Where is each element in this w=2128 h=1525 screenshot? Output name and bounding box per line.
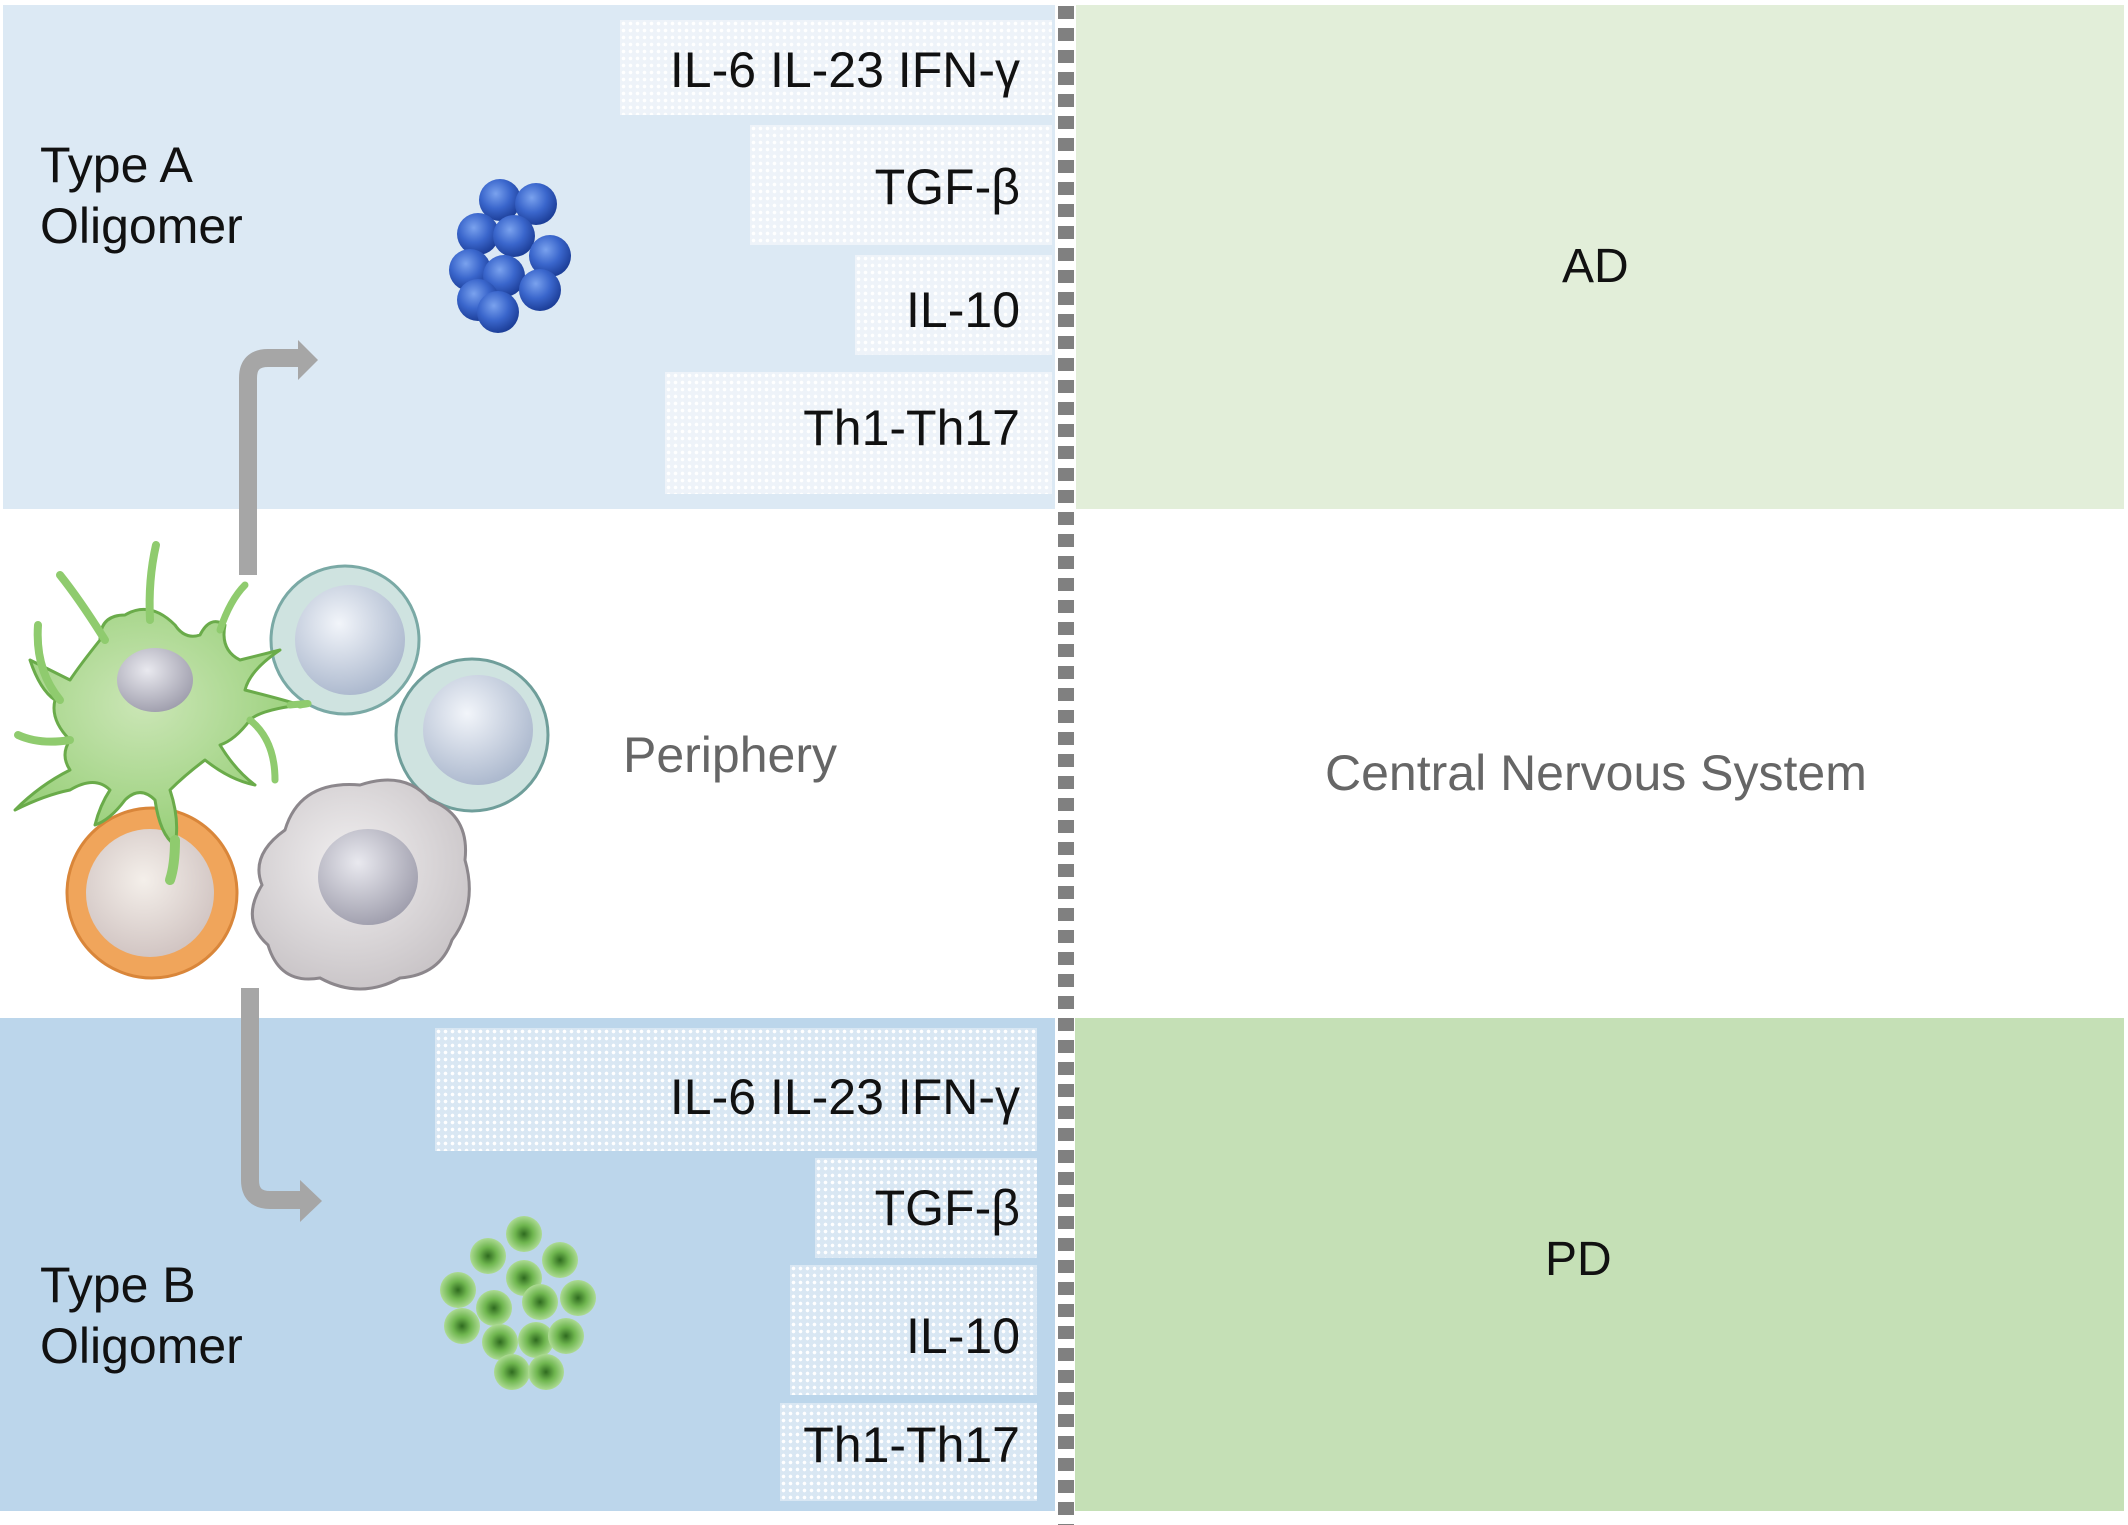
type-b-cytokine-1: IL-6 IL-23 IFN-γ [669,1069,1020,1125]
pd-cns-panel [1075,1018,2124,1511]
type-b-cytokine-3: IL-10 [906,1308,1020,1364]
type-a-cytokine-3: IL-10 [906,282,1020,338]
type-b-cytokine-box-2 [815,1158,1037,1258]
type-b-label-line1: Type B [40,1257,196,1313]
orange-lymphocyte-icon [65,806,239,980]
ad-cns-panel [1076,5,2124,509]
macrophage-icon [250,778,471,991]
teal-cell-right-icon [394,657,550,813]
type-a-cytokine-2: TGF-β [874,159,1020,215]
type-a-label-line2: Oligomer [40,198,243,254]
arrow-to-type-a-icon [239,349,300,575]
type-a-cytokine-4: Th1-Th17 [803,400,1020,456]
type-a-cytokine-box-3 [855,255,1052,355]
type-a-cytokine-box-1 [620,20,1052,115]
type-b-label: Type B Oligomer [40,1255,243,1377]
pd-label: PD [1545,1233,1612,1286]
type-a-cytokine-box-2 [750,125,1052,245]
type-b-cytokine-2: TGF-β [874,1180,1020,1236]
type-a-label: Type A Oligomer [40,135,243,257]
type-a-cytokine-1: IL-6 IL-23 IFN-γ [669,42,1020,98]
type-a-label-line1: Type A [40,137,193,193]
type-b-cytokine-box-1 [435,1028,1037,1151]
type-b-cytokine-box-4 [780,1403,1037,1501]
type-a-oligomer-icon [449,179,571,333]
type-b-oligomer-icon [440,1216,596,1390]
type-b-cytokine-box-3 [790,1265,1037,1395]
type-a-cytokine-box-4 [665,372,1052,494]
immune-cells-illustration [13,541,550,991]
ad-label: AD [1562,240,1629,293]
arrow-to-type-b-icon [241,988,302,1209]
type-b-cytokine-4: Th1-Th17 [803,1417,1020,1473]
periphery-label: Periphery [623,727,837,783]
type-b-label-line2: Oligomer [40,1318,243,1374]
dendritic-cell-icon [13,541,312,885]
teal-cell-top-icon [269,564,421,716]
cns-label: Central Nervous System [1325,745,1867,801]
